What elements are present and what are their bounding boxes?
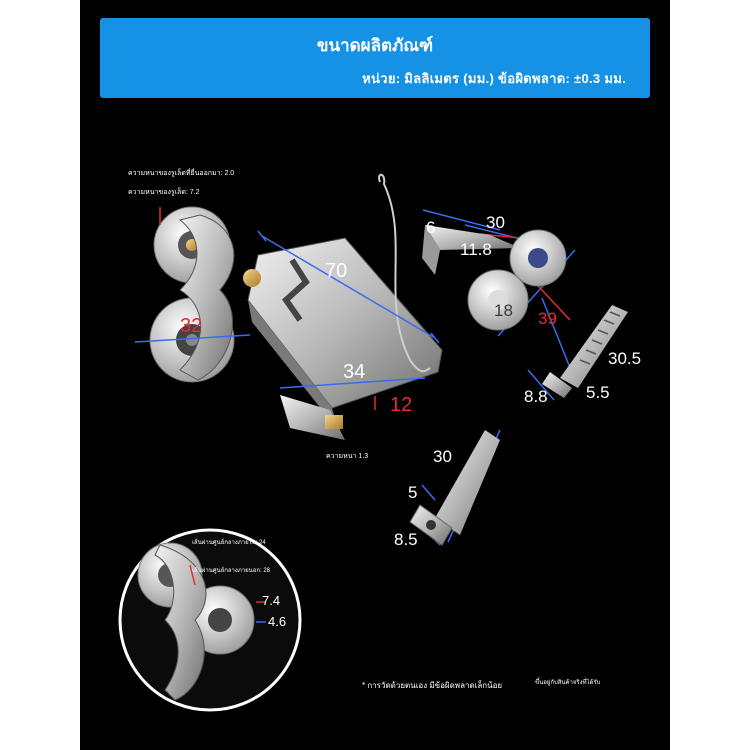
bolt-diameter-label: 5 (408, 483, 418, 502)
hole-thickness-note: ความหนาของรูเล็ด: 7.2 (128, 189, 200, 196)
wood-screw (542, 305, 628, 398)
product-illustration (118, 173, 628, 712)
measurement-footnote: * การวัดด้วยตนเอง มีข้อผิดพลาดเล็กน้อย (362, 681, 503, 690)
plate-length-label: 70 (325, 260, 348, 282)
inset-width-label: 7.4 (262, 593, 281, 608)
roller-wheel-label: 18 (494, 301, 513, 320)
detail-inset (118, 528, 302, 712)
roller-inner-label: 11.8 (460, 240, 492, 259)
product-footnote: ขึ้นอยู่กับสินค้าจริงที่ได้รับ (535, 680, 601, 686)
wheel-diameter-label: 32 (180, 315, 203, 337)
bolt-length-label: 30 (433, 447, 452, 466)
screw-thread-label: 5.5 (586, 383, 610, 402)
spring-wire (378, 173, 431, 373)
dimension-banner: ขนาดผลิตภัณฑ์ หน่วย: มิลลิเมตร (มม.) ข้อ… (100, 18, 650, 98)
outer-diameter-note: เส้นผ่านศูนย์กลางภายนอก: 28 (192, 568, 271, 574)
banner-title: ขนาดผลิตภัณฑ์ (316, 36, 434, 55)
inset-bore-label: 4.6 (268, 614, 287, 629)
hex-bolt (409, 430, 500, 546)
roller-length-label: 39 (538, 309, 557, 328)
inner-diameter-note: เส้นผ่านศูนย์กลางภายใน: 24 (192, 540, 266, 546)
roller-gap-label: 6 (426, 218, 436, 237)
screw-head-label: 8.8 (524, 387, 548, 406)
plate-width-label: 34 (343, 361, 366, 383)
bolt-head-label: 8.5 (394, 530, 418, 549)
banner-subtitle: หน่วย: มิลลิเมตร (มม.) ข้อผิดพลาด: ±0.3 … (362, 71, 626, 86)
product-dimension-canvas: ขนาดผลิตภัณฑ์ หน่วย: มิลลิเมตร (มม.) ข้อ… (80, 0, 670, 750)
roller-bracket (422, 225, 567, 331)
screw-length-label: 30.5 (608, 349, 642, 368)
bracket-plate (247, 237, 443, 440)
double-wheel-assembly (149, 206, 261, 383)
plate-thickness-note: ความหนา 1.3 (326, 453, 369, 460)
plate-height-label: 12 (390, 394, 413, 416)
roller-top-label: 30 (486, 213, 505, 232)
hole-protrusion-note: ความหนาของรูเล็ดที่ยื่นออกมา: 2.0 (128, 170, 235, 177)
